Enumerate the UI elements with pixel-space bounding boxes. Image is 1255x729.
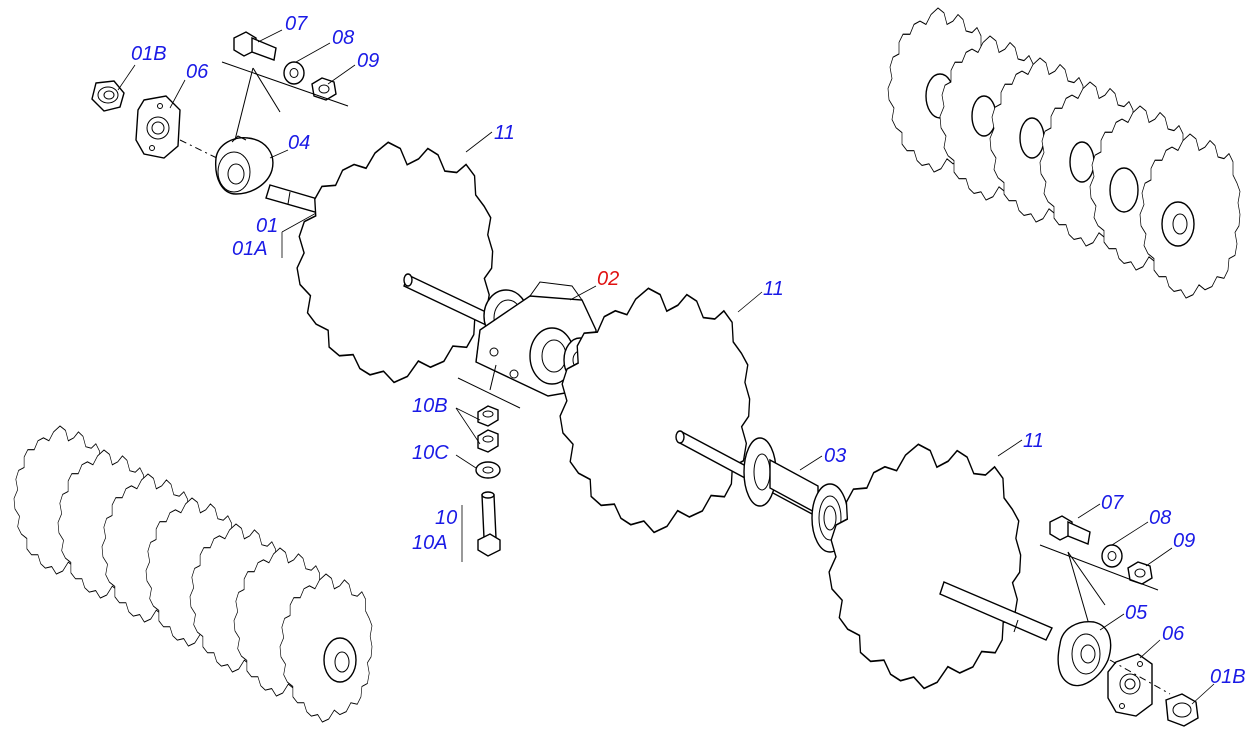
disc-blade-11-top — [289, 133, 501, 391]
label-06-top: 06 — [186, 61, 209, 83]
label-07-top: 07 — [285, 13, 308, 35]
bottom-right-assembly — [939, 503, 1215, 727]
label-11-right: 11 — [1023, 430, 1044, 452]
label-10b: 10B — [412, 395, 448, 417]
nut-10b-upper — [477, 405, 499, 427]
bolt-10 — [477, 491, 501, 557]
label-10a: 10A — [412, 532, 448, 554]
label-08-top: 08 — [332, 27, 354, 49]
label-09-top: 09 — [357, 50, 379, 72]
assembled-gang-top-right — [887, 7, 1241, 299]
label-01b-bottom: 01B — [1210, 666, 1246, 688]
nut-10b-lower — [477, 429, 499, 453]
label-09-bottom: 09 — [1173, 530, 1195, 552]
label-07-bottom: 07 — [1101, 492, 1124, 514]
label-10: 10 — [435, 507, 457, 529]
label-01a: 01A — [232, 238, 268, 260]
flange-plate-06-top — [135, 95, 181, 159]
label-03: 03 — [824, 445, 846, 467]
washer-10c — [475, 461, 501, 479]
washer-08-top — [283, 61, 305, 85]
disc-blade-11-right — [821, 434, 1029, 698]
bearing-housing-04 — [215, 135, 274, 195]
label-11-top: 11 — [494, 122, 515, 144]
label-06-bottom: 06 — [1162, 623, 1185, 645]
part-labels: 01B 06 07 08 09 04 11 01 01A 02 11 10B 1… — [131, 13, 1246, 688]
assembled-gang-bottom-left — [13, 425, 373, 723]
label-08-bottom: 08 — [1149, 507, 1171, 529]
label-01: 01 — [256, 215, 278, 237]
label-11-middle: 11 — [763, 278, 784, 300]
label-01b-top: 01B — [131, 43, 167, 65]
label-10c: 10C — [412, 442, 449, 464]
label-05: 05 — [1125, 602, 1148, 624]
label-04: 04 — [288, 132, 310, 154]
label-02: 02 — [597, 268, 619, 290]
bolt-07-top — [233, 31, 277, 61]
nut-01b-top — [91, 80, 125, 112]
nut-09-top — [311, 77, 337, 101]
